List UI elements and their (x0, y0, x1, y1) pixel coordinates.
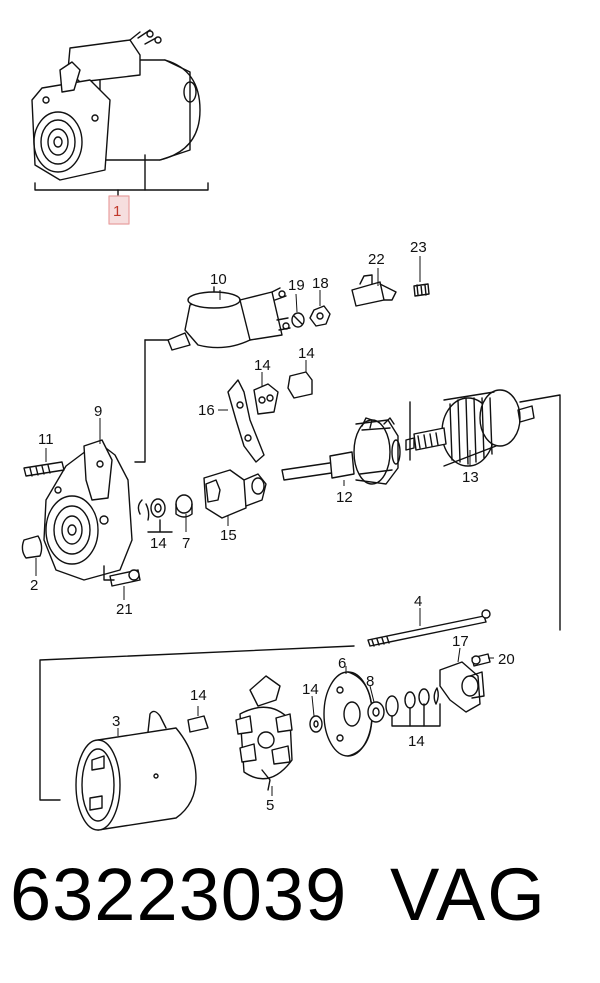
armature (405, 389, 535, 467)
assembly-bracket (34, 182, 209, 191)
callout-8: 8 (366, 673, 374, 690)
shim-3 (418, 688, 430, 706)
callout-21: 21 (116, 601, 133, 618)
bracket (253, 383, 279, 415)
callout-14-shims: 14 (408, 733, 425, 750)
grommet (187, 715, 209, 733)
callout-12: 12 (336, 489, 353, 506)
callout-6: 6 (338, 655, 346, 672)
brand-name: VAG (390, 853, 547, 936)
pinion-drive (203, 469, 267, 519)
through-bolt (367, 615, 487, 647)
callout-18: 18 (312, 275, 329, 292)
stop-ring (150, 498, 166, 518)
bolt-short (109, 569, 141, 587)
callout-14-block: 14 (298, 345, 315, 362)
bush (175, 494, 193, 514)
callout-16: 16 (198, 402, 215, 419)
callout-4: 4 (414, 593, 422, 610)
drive-end-housing (43, 439, 133, 581)
callout-3: 3 (112, 713, 120, 730)
bearing (367, 701, 385, 723)
callout-1: 1 (113, 203, 121, 220)
callout-5: 5 (266, 797, 274, 814)
callout-15: 15 (220, 527, 237, 544)
engaging-lever (227, 379, 265, 463)
commutator-end-shield (323, 671, 373, 757)
lock-washer (291, 312, 305, 328)
shim-2 (404, 691, 416, 709)
callout-11: 11 (38, 431, 54, 448)
screw (413, 283, 430, 297)
callout-22: 22 (368, 251, 385, 268)
callout-7: 7 (182, 535, 190, 552)
shim-1 (385, 695, 399, 717)
callout-19: 19 (288, 277, 305, 294)
bolt-long (23, 461, 65, 477)
callout-14-bracket: 14 (254, 357, 271, 374)
callout-9: 9 (94, 403, 102, 420)
brush-holder (235, 675, 293, 791)
callout-17: 17 (452, 633, 469, 650)
callout-14-washer: 14 (302, 681, 319, 698)
callout-14-ring: 14 (150, 535, 167, 552)
nut (309, 305, 331, 327)
washer (309, 715, 323, 733)
highlight-box (108, 195, 130, 225)
field-housing (75, 710, 197, 831)
rubber-block (287, 371, 313, 399)
part-number: 63223039 (10, 853, 348, 936)
callout-10: 10 (210, 271, 227, 288)
callout-13: 13 (462, 469, 479, 486)
callout-20: 20 (498, 651, 515, 668)
armature-shaft (281, 417, 401, 485)
bushing (21, 535, 43, 559)
starter-assembly (31, 29, 201, 181)
callout-14-grommet: 14 (190, 687, 207, 704)
circlip (433, 687, 439, 705)
solenoid (167, 287, 291, 351)
callout-23: 23 (410, 239, 427, 256)
callout-2: 2 (30, 577, 38, 594)
end-cap (439, 661, 481, 713)
terminal-block (351, 281, 385, 307)
